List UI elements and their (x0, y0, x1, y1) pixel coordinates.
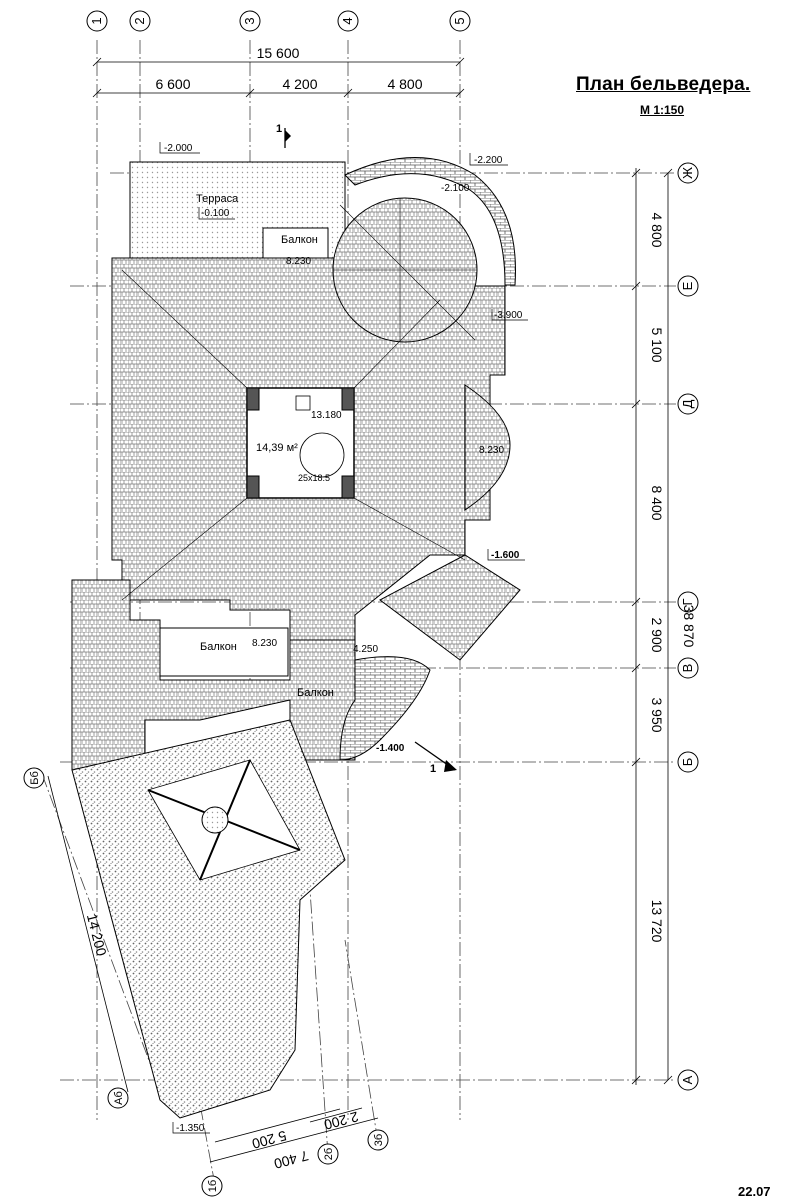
dim-right-3: 8 400 (649, 485, 665, 520)
dimension-lines-top (92, 57, 465, 98)
axis-label-3: 3 (242, 17, 257, 24)
dimension-lines-right (631, 168, 673, 1085)
axis-label-4: 4 (340, 17, 355, 24)
axis-label-2b: 2б (323, 1148, 335, 1160)
level-mark-leaders (159, 142, 528, 1134)
dim-right-4: 2 900 (649, 617, 665, 652)
building-outline (71, 157, 521, 1119)
level-mark-2: -0.100 (201, 208, 230, 219)
axis-label-v: В (680, 664, 695, 673)
section-arrow-bottom (444, 760, 457, 772)
label-balcony-top: Балкон (281, 234, 318, 246)
axis-label-d: Д (680, 399, 695, 408)
axis-bubbles (23, 10, 699, 1197)
level-mark-3: 8.230 (286, 256, 311, 267)
roof-hip-lines (121, 198, 477, 601)
sheet-number: 22.07 (738, 1184, 771, 1199)
plan-scale: М 1:150 (640, 103, 685, 117)
axis-label-ab: Аб (113, 1091, 125, 1105)
level-mark-13: -1.350 (176, 1123, 205, 1134)
level-mark-10: 8.230 (252, 638, 277, 649)
axis-label-a: А (680, 1075, 695, 1084)
dim-total-top: 15 600 (257, 45, 300, 61)
level-marks: -2.000 -0.100 8.230 -2.200 -2.100 -3.900… (164, 143, 523, 1134)
dim-inclined-bottom-3: 7 400 (272, 1148, 310, 1173)
axis-label-1: 1 (89, 17, 104, 24)
level-mark-11: 4.250 (353, 644, 378, 655)
axis-label-b: Б (680, 758, 695, 767)
dim-inclined-long: 14 200 (84, 912, 110, 958)
axis-labels: 1 2 3 4 5 Ж Е Д Г В Б А Бб Аб 1б 2б 3б (29, 17, 695, 1192)
level-mark-4: -2.200 (474, 155, 503, 166)
dim-right-2: 5 100 (649, 327, 665, 362)
level-mark-8: 8.230 (479, 445, 504, 456)
level-mark-6: -3.900 (494, 310, 523, 321)
axis-label-2: 2 (132, 17, 147, 24)
level-mark-1: -2.000 (164, 143, 193, 154)
section-arrow-top (285, 130, 291, 142)
label-balcony-low: Балкон (297, 687, 334, 699)
dim-top-2: 4 200 (282, 76, 317, 92)
axis-label-1b: 1б (207, 1180, 219, 1192)
dim-right-total: 38 870 (681, 605, 697, 648)
label-terrace: Терраса (196, 193, 239, 205)
label-balcony-mid: Балкон (200, 641, 237, 653)
axis-label-g: Г (680, 598, 695, 605)
dimension-lines-inclined (47, 775, 379, 1163)
dim-top-1: 6 600 (155, 76, 190, 92)
axis-label-e: Е (680, 281, 695, 290)
dim-right-5: 3 950 (649, 697, 665, 732)
level-mark-9: -1.600 (491, 550, 520, 561)
dim-right-1: 4 800 (649, 212, 665, 247)
axis-label-5: 5 (452, 17, 467, 24)
section-label-top: 1 (276, 123, 282, 135)
axis-label-bb: Бб (29, 771, 41, 785)
level-mark-5: -2.100 (441, 183, 470, 194)
dim-top-3: 4 800 (387, 76, 422, 92)
label-stair-note: 25x18.5 (298, 473, 330, 483)
label-area: 14,39 м² (256, 442, 298, 454)
axis-label-3b: 3б (373, 1134, 385, 1146)
room-labels: Терраса Балкон Балкон Балкон 14,39 м² 25… (196, 193, 334, 699)
dim-right-6: 13 720 (649, 900, 665, 943)
axis-label-zh: Ж (680, 167, 695, 179)
section-label-bottom: 1 (430, 763, 436, 775)
plan-title: План бельведера. (576, 74, 751, 95)
level-mark-12: -1.400 (376, 743, 405, 754)
level-mark-7: 13.180 (311, 410, 342, 421)
